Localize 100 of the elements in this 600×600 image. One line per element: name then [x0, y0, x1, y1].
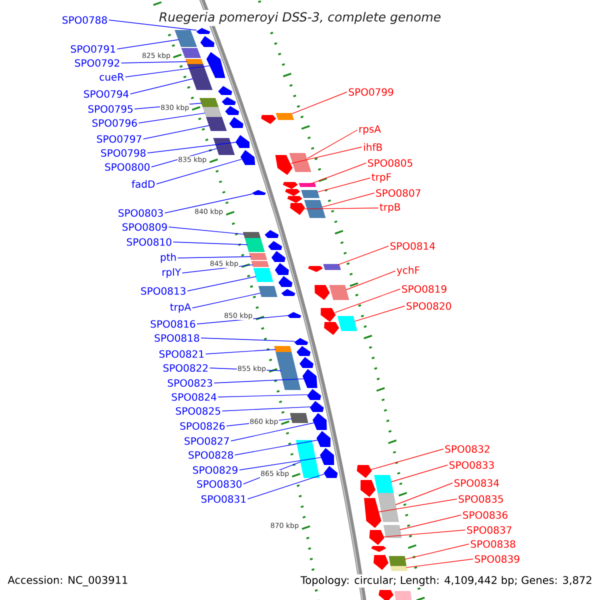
gene-label: SPO0813 — [141, 287, 186, 295]
gene-block — [174, 30, 197, 47]
gene-block — [301, 190, 320, 198]
gene-label: SPO0794 — [84, 90, 129, 98]
gene-block — [276, 352, 301, 390]
gene-block — [384, 525, 402, 538]
gene-pentagon — [307, 389, 322, 400]
accession-label: Accession: NC_003911 — [6, 574, 130, 588]
gene-label: SPO0792 — [75, 59, 120, 67]
leader-line — [383, 530, 466, 538]
gene-label: SPO0822 — [163, 364, 208, 372]
gene-pentagon — [271, 251, 286, 262]
gene-pentagon — [360, 480, 376, 497]
gene-pentagon — [229, 117, 244, 128]
gene-block — [323, 264, 341, 270]
gene-label: SPO0823 — [168, 379, 212, 387]
gene-pentagon — [261, 115, 276, 124]
gene-pentagon — [312, 413, 327, 430]
gene-label: SPO0810 — [126, 238, 172, 246]
gene-label: rpsA — [359, 125, 381, 135]
leader-line — [120, 61, 188, 64]
leader-line — [116, 39, 179, 50]
gene-label: trpA — [170, 303, 192, 313]
gene-label: SPO0800 — [105, 163, 150, 171]
gene-label: SPO0791 — [70, 45, 116, 53]
leader-line — [370, 448, 444, 470]
gene-block — [374, 475, 394, 493]
gene-block — [378, 493, 399, 522]
gene-block — [258, 286, 278, 297]
gene-pentagon — [290, 203, 306, 215]
leader-line — [124, 65, 210, 78]
gene-pentagon — [252, 190, 266, 195]
gene-label: SPO0836 — [463, 511, 508, 519]
leader-line — [290, 146, 362, 164]
leader-line — [168, 226, 245, 235]
gene-block — [337, 316, 358, 331]
leader-line — [200, 338, 296, 342]
gene-pentagon — [240, 150, 256, 165]
gene-pentagon — [222, 97, 236, 105]
gene-block — [253, 268, 274, 282]
leader-line — [172, 242, 248, 246]
gene-pentagon — [218, 86, 232, 95]
gene-label: SPO0803 — [118, 209, 163, 217]
gene-pentagon — [285, 189, 300, 196]
gene-pentagon — [294, 338, 308, 345]
gene-pentagon — [302, 369, 318, 388]
gene-label: SPO0824 — [172, 393, 216, 401]
gene-label: SPO0835 — [458, 495, 503, 503]
gene-block — [304, 200, 326, 218]
gene-block — [388, 556, 406, 566]
leader-line — [238, 457, 322, 470]
gene-label: rplY — [162, 268, 182, 278]
gene-pentagon — [274, 263, 289, 275]
leader-line — [304, 208, 379, 210]
gene-block — [202, 107, 222, 117]
gene-label: SPO0819 — [402, 285, 446, 293]
gene-pentagon — [268, 241, 282, 250]
gene-block — [289, 153, 312, 172]
gene-label: SPO0788 — [62, 16, 107, 24]
gene-block — [290, 413, 308, 423]
leader-line — [406, 558, 474, 568]
leader-line — [164, 194, 253, 214]
gene-pentagon — [225, 106, 240, 115]
leader-line — [291, 92, 348, 114]
gene-label: trpF — [372, 173, 391, 183]
gene-pentagon — [296, 346, 311, 356]
gene-block — [276, 113, 294, 120]
gene-pentagon — [320, 448, 334, 465]
gene-block — [185, 59, 204, 64]
gene-block — [296, 440, 320, 478]
gene-label: SPO0829 — [193, 466, 238, 474]
gene-pentagon — [281, 289, 296, 296]
gene-label: SPO0796 — [92, 119, 137, 127]
gene-label: SPO0818 — [154, 334, 200, 342]
leader-line — [130, 78, 194, 94]
gene-label: SPO0797 — [97, 135, 142, 143]
gene-pentagon — [308, 266, 323, 272]
leader-line — [205, 349, 276, 354]
leader-line — [346, 270, 396, 290]
gene-block — [298, 183, 316, 187]
gene-label: fadD — [132, 180, 155, 188]
gene-label: SPO0837 — [467, 526, 512, 534]
gene-label: ychF — [396, 266, 420, 276]
gene-label: ihfB — [364, 143, 382, 151]
gene-label: SPO0799 — [348, 88, 394, 96]
gene-pentagon — [324, 466, 338, 478]
leader-line — [395, 482, 453, 506]
gene-block — [206, 117, 227, 131]
leader-line — [378, 498, 458, 512]
gene-block — [249, 253, 268, 260]
leader-line — [310, 162, 367, 184]
leader-line — [187, 276, 256, 292]
gene-label: SPO0807 — [376, 189, 420, 197]
gene-label: SPO0795 — [88, 105, 133, 113]
gene-label: SPO0839 — [474, 555, 520, 563]
gene-pentagon — [287, 312, 302, 318]
leader-line — [196, 315, 288, 324]
gene-pentagon — [200, 36, 214, 47]
gene-block — [244, 238, 265, 252]
gene-label: SPO0825 — [176, 407, 220, 415]
